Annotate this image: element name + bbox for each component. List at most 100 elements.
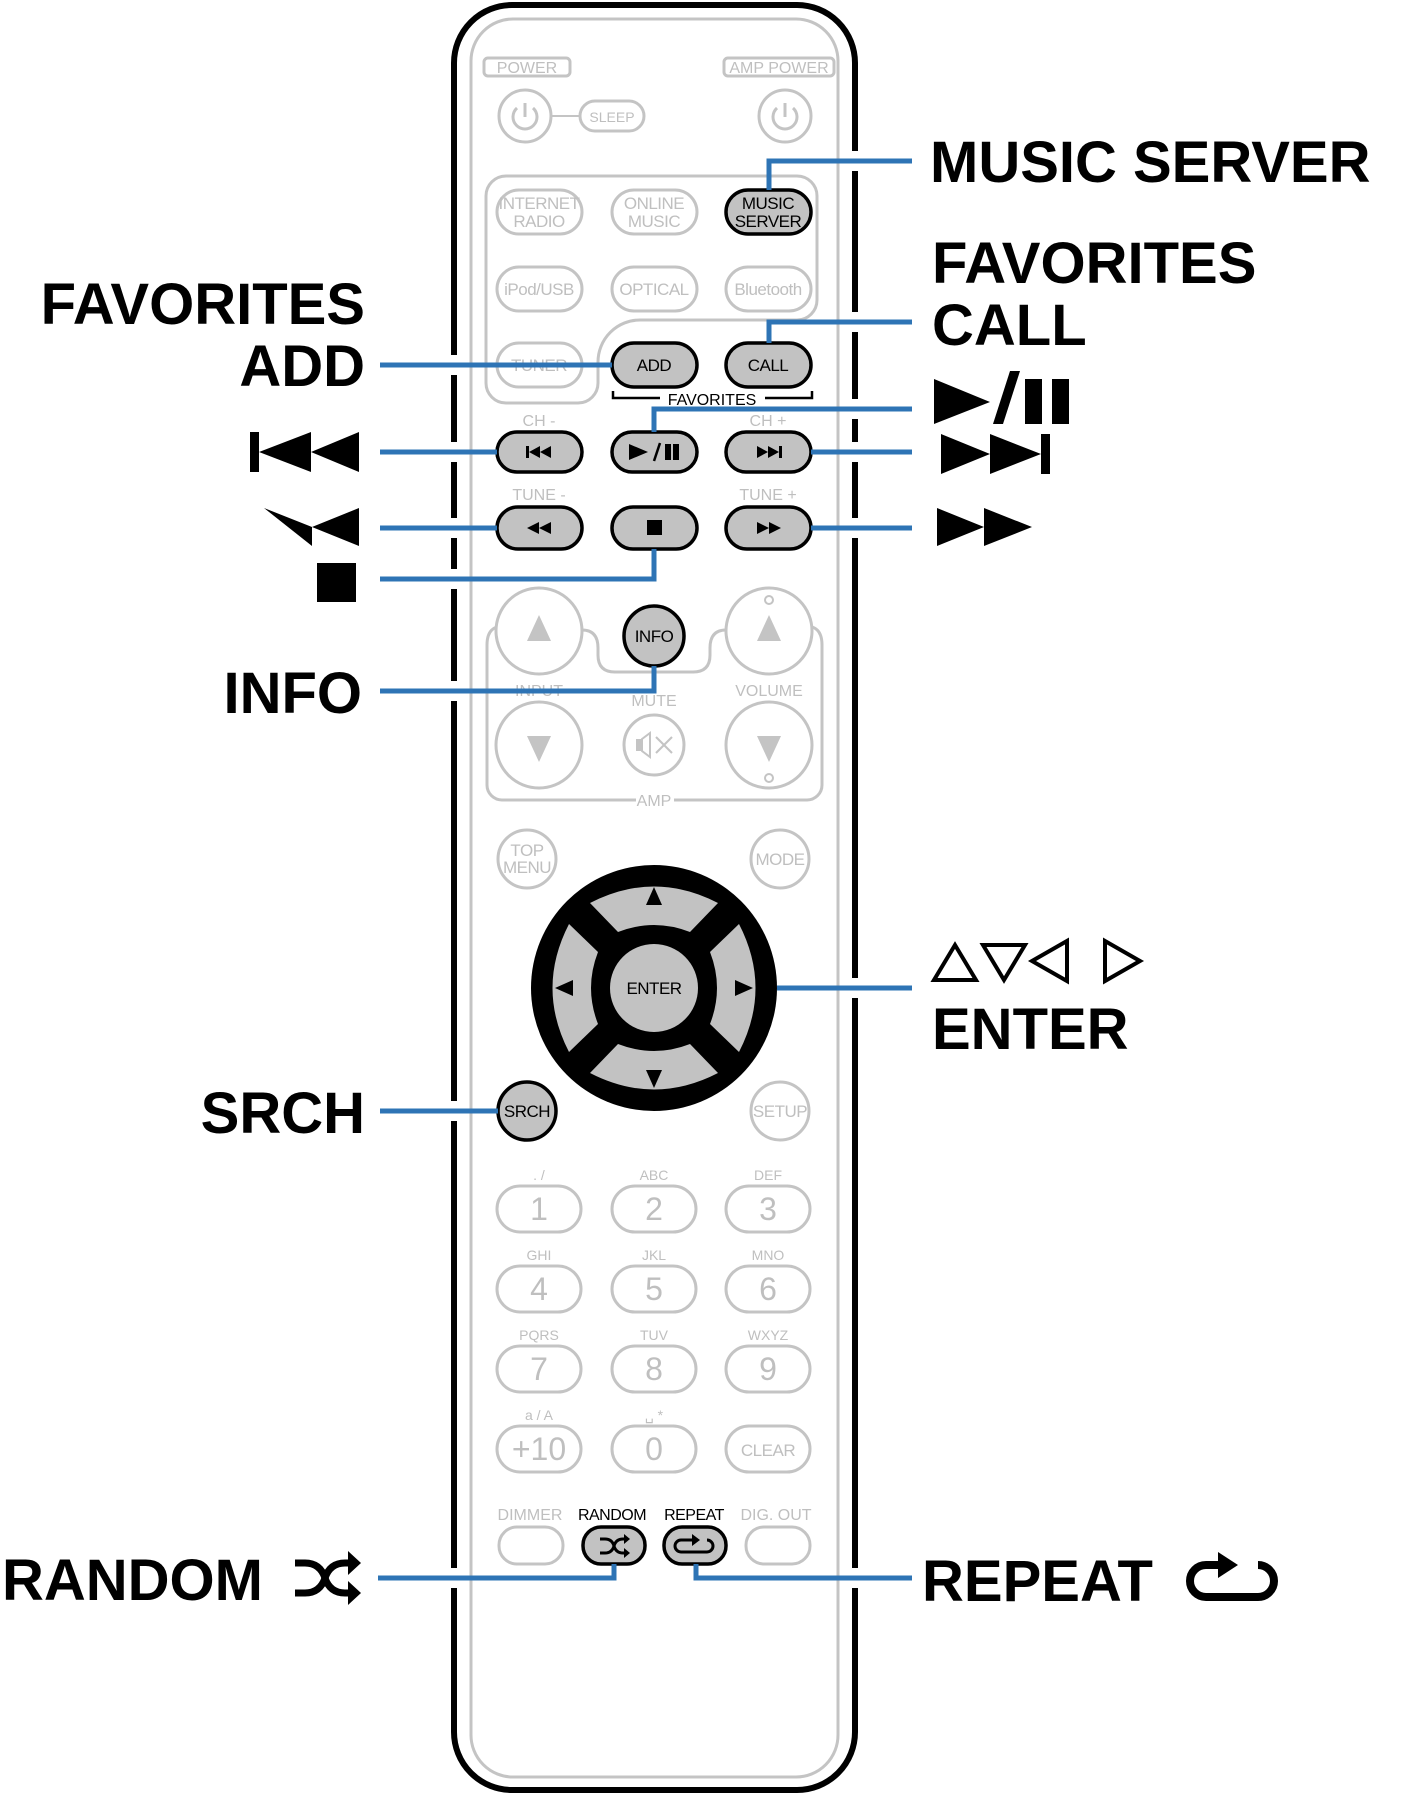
cursor-down-icon bbox=[646, 1070, 662, 1088]
favorites-group-label: FAVORITES bbox=[668, 392, 757, 409]
key-4-button[interactable] bbox=[495, 1264, 583, 1314]
mode-label: MODE bbox=[756, 850, 805, 869]
key-8-label: 8 bbox=[645, 1351, 663, 1387]
callout-fast-forward-icon bbox=[937, 508, 1032, 546]
setup-label: SETUP bbox=[753, 1102, 807, 1121]
key-3-button[interactable] bbox=[724, 1184, 812, 1234]
remote-inner-outline bbox=[469, 17, 840, 1779]
callout-cursor-icons bbox=[930, 937, 1145, 985]
key-3-label: 3 bbox=[759, 1191, 777, 1227]
dig-out-button[interactable] bbox=[744, 1525, 812, 1566]
key-3-letters: DEF bbox=[754, 1167, 782, 1183]
sleep-label: SLEEP bbox=[589, 109, 634, 125]
key-1-button[interactable] bbox=[495, 1184, 583, 1234]
key-0-button[interactable] bbox=[610, 1424, 698, 1474]
key-7-button[interactable] bbox=[495, 1344, 583, 1394]
key-plus10-button[interactable] bbox=[495, 1424, 583, 1474]
ipod-usb-button[interactable] bbox=[495, 265, 584, 313]
cursor-down-button[interactable] bbox=[590, 1044, 718, 1090]
callout-right-outline-icon bbox=[1103, 937, 1145, 985]
top-menu-line1: TOP bbox=[510, 841, 543, 860]
callout-favorites-call-line2: CALL bbox=[932, 293, 1087, 358]
callout-down-outline-icon bbox=[979, 943, 1029, 984]
cursor-right-button[interactable] bbox=[710, 924, 756, 1052]
repeat-button[interactable] bbox=[662, 1525, 728, 1566]
key-2-button[interactable] bbox=[610, 1184, 698, 1234]
stop-icon bbox=[647, 520, 662, 535]
callout-random: RANDOM bbox=[2, 1548, 263, 1613]
volume-down-icon bbox=[757, 736, 781, 762]
music-server-line1: MUSIC bbox=[742, 194, 795, 213]
amp-group: AMP INPUT INFO MUTE VOLUME bbox=[485, 586, 824, 810]
key-clear-button[interactable] bbox=[724, 1424, 812, 1474]
play-pause-button[interactable] bbox=[610, 430, 699, 474]
ch-minus-label: CH - bbox=[523, 413, 556, 430]
key-8-letters: TUV bbox=[640, 1327, 669, 1343]
callout-left-outline-icon bbox=[1027, 937, 1069, 985]
repeat-icon bbox=[673, 1534, 715, 1554]
key-plus10-label: +10 bbox=[512, 1431, 566, 1467]
dimmer-button[interactable] bbox=[497, 1525, 565, 1566]
dimmer-label: DIMMER bbox=[498, 1507, 563, 1524]
internet-radio-line2: RADIO bbox=[513, 212, 565, 231]
key-6-letters: MNO bbox=[752, 1247, 785, 1263]
power-icon bbox=[511, 103, 539, 131]
optical-button[interactable] bbox=[610, 265, 699, 313]
leader-info bbox=[380, 666, 657, 694]
callout-favorites-call-line1: FAVORITES bbox=[932, 231, 1256, 296]
key-8-button[interactable] bbox=[610, 1344, 698, 1394]
keypad: . /1ABC2DEF3GHI4JKL5MNO6PQRS7TUV8WXYZ9a … bbox=[495, 1167, 812, 1474]
transport-group: CH - CH + TUNE - TUNE + bbox=[495, 413, 813, 551]
key-5-letters: JKL bbox=[642, 1247, 666, 1263]
bottom-row: DIMMER RANDOM REPEAT DIG. OUT bbox=[497, 1507, 812, 1566]
leader-play-pause bbox=[651, 406, 912, 432]
online-music-line2: MUSIC bbox=[628, 212, 681, 231]
callout-enter: ENTER bbox=[932, 997, 1129, 1062]
skip-back-icon bbox=[526, 446, 551, 458]
mute-button[interactable] bbox=[622, 713, 686, 777]
key-1-label: 1 bbox=[530, 1191, 548, 1227]
callout-favorites-add-line1: FAVORITES bbox=[41, 272, 365, 337]
ch-plus-label: CH + bbox=[750, 413, 787, 430]
input-down-icon bbox=[527, 736, 551, 762]
favorites-bracket bbox=[611, 391, 814, 400]
amp-group-frame bbox=[485, 625, 824, 802]
cursor-left-button[interactable] bbox=[552, 924, 599, 1052]
key-7-label: 7 bbox=[530, 1351, 548, 1387]
key-plus10-letters: a / A bbox=[525, 1407, 554, 1423]
top-menu-button[interactable] bbox=[496, 828, 558, 890]
amp-power-icon bbox=[771, 103, 799, 131]
callout-favorites-add-line2: ADD bbox=[239, 334, 365, 399]
cursor-right-icon bbox=[735, 980, 753, 996]
favorites-group: ADD CALL FAVORITES bbox=[610, 341, 814, 409]
key-1-letters: . / bbox=[533, 1167, 545, 1183]
callout-stop-icon bbox=[317, 563, 356, 602]
online-music-button[interactable] bbox=[610, 188, 699, 236]
key-4-letters: GHI bbox=[527, 1247, 552, 1263]
key-6-button[interactable] bbox=[724, 1264, 812, 1314]
key-9-button[interactable] bbox=[724, 1344, 812, 1394]
callout-rewind-icon bbox=[264, 508, 359, 546]
ipod-usb-label: iPod/USB bbox=[504, 280, 574, 299]
setup-button[interactable] bbox=[749, 1080, 811, 1142]
mute-label: MUTE bbox=[631, 693, 676, 710]
optical-label: OPTICAL bbox=[619, 280, 688, 299]
callout-music-server: MUSIC SERVER bbox=[930, 130, 1370, 195]
key-5-button[interactable] bbox=[610, 1264, 698, 1314]
enter-label: ENTER bbox=[626, 979, 681, 998]
sleep-button[interactable] bbox=[578, 99, 646, 133]
mute-icon bbox=[636, 731, 673, 759]
cursor-up-button[interactable] bbox=[590, 886, 718, 933]
bluetooth-button[interactable] bbox=[724, 265, 813, 313]
key-9-label: 9 bbox=[759, 1351, 777, 1387]
random-icon bbox=[600, 1534, 630, 1558]
play-pause-icon bbox=[629, 442, 679, 462]
internet-radio-button[interactable] bbox=[495, 188, 584, 236]
enter-button[interactable] bbox=[610, 944, 698, 1032]
key-4-label: 4 bbox=[530, 1271, 548, 1307]
callout-random-icon bbox=[295, 1551, 361, 1605]
key-clear-label: CLEAR bbox=[741, 1441, 795, 1460]
dig-out-label: DIG. OUT bbox=[740, 1507, 811, 1524]
bluetooth-label: Bluetooth bbox=[734, 280, 801, 299]
mode-button[interactable] bbox=[749, 828, 811, 890]
